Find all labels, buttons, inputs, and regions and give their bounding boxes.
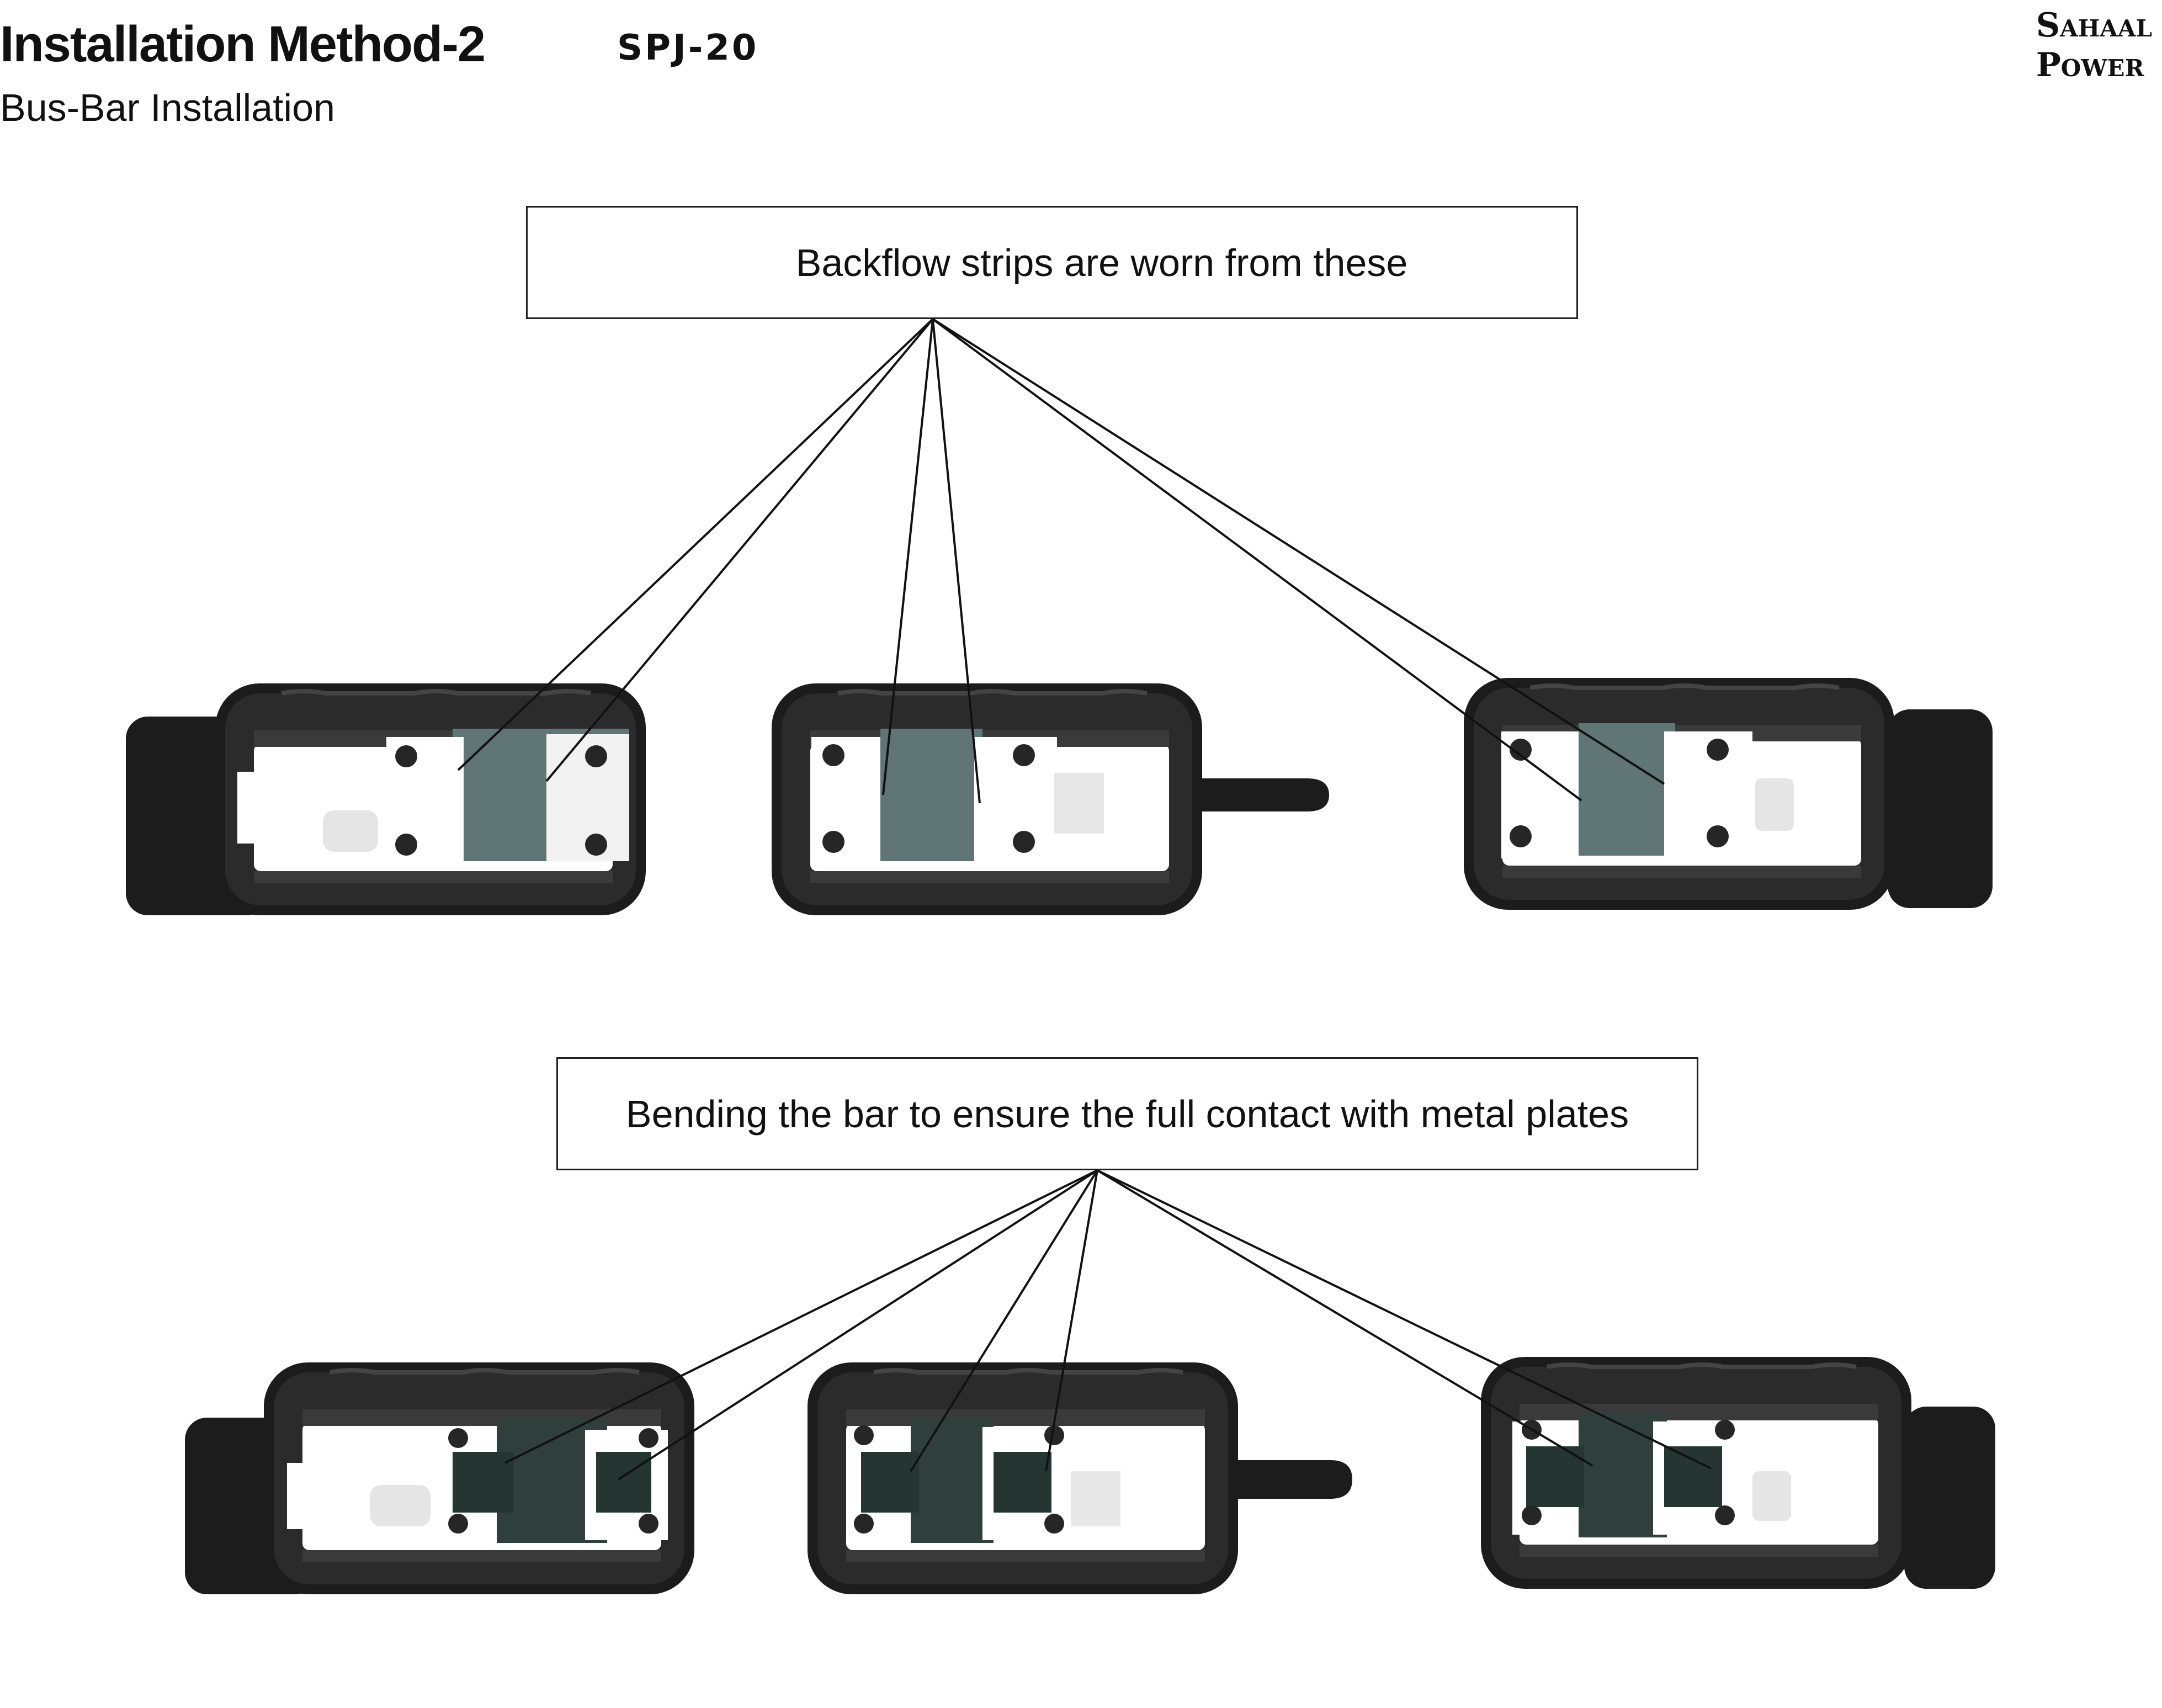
callout-backflow-strips-text: Backflow strips are worn from these <box>795 241 1408 284</box>
leader-lines-bottom <box>504 1169 1712 1481</box>
leader-lines-top <box>457 318 1665 804</box>
callout-backflow-strips: Backflow strips are worn from these <box>526 206 1578 319</box>
brand-logo: Sahaal Power <box>2036 6 2152 85</box>
model-number: SPJ-20 <box>617 28 759 68</box>
callout-bending-bar-text: Bending the bar to ensure the full conta… <box>625 1092 1629 1136</box>
callout-bending-bar: Bending the bar to ensure the full conta… <box>556 1057 1698 1170</box>
page-subtitle: Bus-Bar Installation <box>0 86 335 129</box>
junction-box-bottom-left <box>185 1362 694 1594</box>
junction-box-top-center <box>772 683 1329 915</box>
junction-box-top-right <box>1464 678 1993 910</box>
junction-box-top-left <box>126 683 646 915</box>
brand-line-1: Sahaal <box>2036 6 2152 45</box>
junction-box-bottom-center <box>808 1362 1352 1594</box>
page-title: Installation Method-2 <box>0 16 486 72</box>
junction-box-bottom-right <box>1481 1357 1995 1589</box>
brand-line-2: Power <box>2036 46 2144 84</box>
